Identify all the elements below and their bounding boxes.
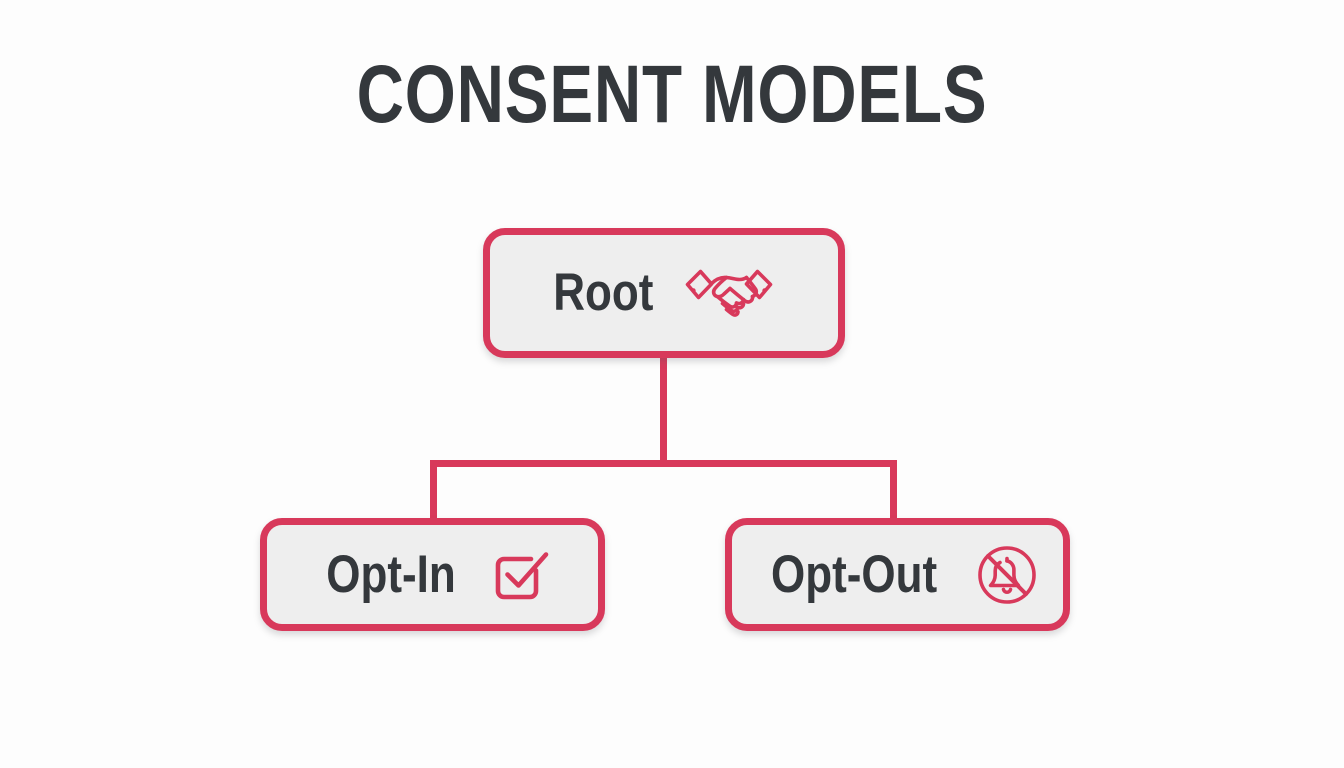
page-title: CONSENT MODELS	[356, 49, 988, 140]
node-opt-out-label: Opt-Out	[771, 544, 938, 604]
checkbox-checked-icon	[491, 544, 553, 606]
node-opt-out[interactable]: Opt-Out	[725, 518, 1070, 631]
node-root[interactable]: Root	[483, 228, 845, 358]
node-opt-out-content: Opt-Out	[754, 541, 1040, 609]
node-root-label: Root	[552, 263, 654, 322]
node-root-content: Root	[543, 257, 782, 329]
bell-slash-icon	[973, 541, 1041, 609]
handshake-icon	[677, 257, 781, 329]
node-opt-in[interactable]: Opt-In	[260, 518, 605, 631]
node-opt-in-content: Opt-In	[313, 544, 553, 606]
node-opt-in-label: Opt-In	[325, 544, 456, 604]
